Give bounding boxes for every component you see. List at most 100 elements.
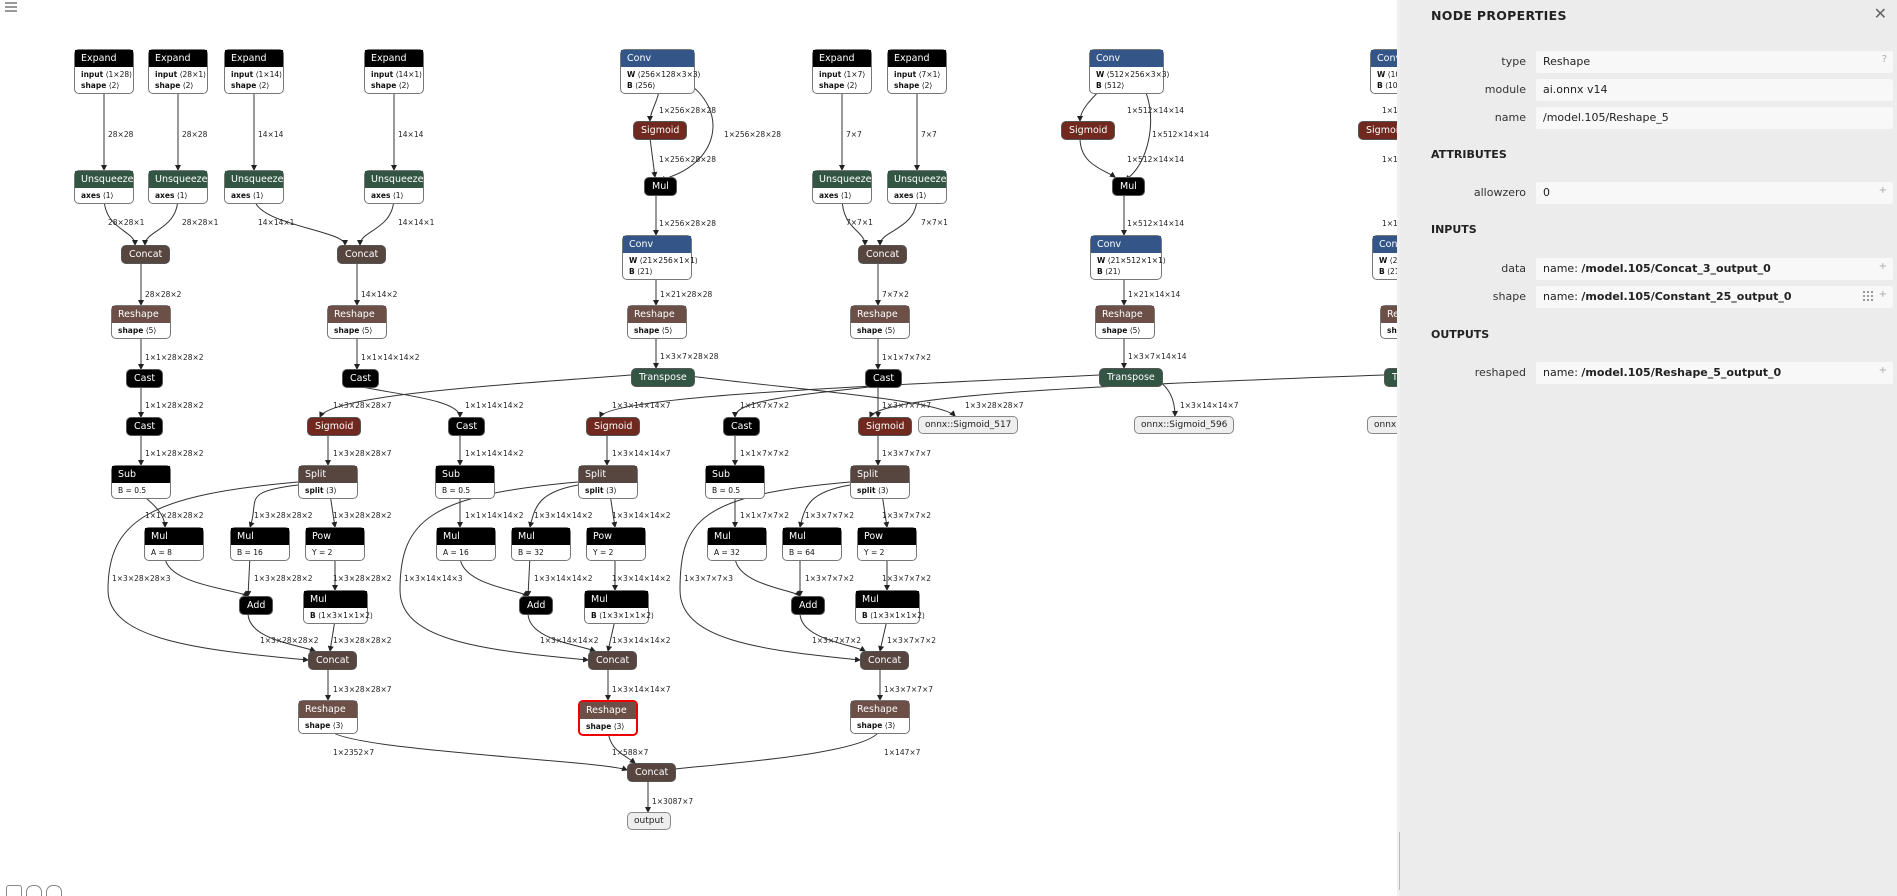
zoom-in-icon[interactable] <box>26 885 42 896</box>
expand-plus-icon[interactable]: + <box>1878 261 1887 272</box>
node-attribute: input ⟨14×1⟩ <box>371 69 422 80</box>
fit-icon[interactable] <box>6 885 22 896</box>
node-sigmoid[interactable]: Sigmoid <box>586 417 641 436</box>
node-sigmoid[interactable]: Sigmoid <box>858 417 913 436</box>
node-concat[interactable]: Concat <box>308 651 358 670</box>
node-mul[interactable]: Mul B = 32 <box>511 527 571 561</box>
output-value[interactable]: name: /model.105/Reshape_5_output_0+ <box>1536 362 1893 384</box>
input-value[interactable]: name: /model.105/Concat_3_output_0+ <box>1536 258 1893 280</box>
attribute-value[interactable]: 0+ <box>1536 182 1893 204</box>
node-sigmoid[interactable]: Sigmoid <box>1061 121 1116 140</box>
node-concat[interactable]: Concat <box>337 245 387 264</box>
expand-plus-icon[interactable]: + <box>1878 289 1887 300</box>
node-onnx-sigmoid-517[interactable]: onnx::Sigmoid_517 <box>918 416 1019 434</box>
node-sigmoid[interactable]: Sigmoid <box>307 417 362 436</box>
property-value[interactable]: Reshape? <box>1536 51 1893 73</box>
node-output[interactable]: output <box>627 812 671 830</box>
node-concat[interactable]: Concat <box>860 651 910 670</box>
node-cast[interactable]: Cast <box>448 417 486 436</box>
node-sub[interactable]: Sub B = 0.5 <box>705 465 765 499</box>
node-pow[interactable]: Pow Y = 2 <box>586 527 646 561</box>
node-add[interactable]: Add <box>239 596 274 615</box>
help-icon[interactable]: ? <box>1881 54 1887 65</box>
node-concat[interactable]: Concat <box>588 651 638 670</box>
node-sigmoid[interactable]: Sigmoid <box>633 121 688 140</box>
node-concat[interactable]: Concat <box>858 245 908 264</box>
node-attributes: A = 16 <box>437 545 495 560</box>
tensor-grid-icon[interactable] <box>1863 291 1873 301</box>
node-mul[interactable]: Mul A = 8 <box>144 527 204 561</box>
node-transpose[interactable]: Transpose <box>1099 368 1163 387</box>
zoom-out-icon[interactable] <box>46 885 62 896</box>
node-attribute: axes ⟨1⟩ <box>231 190 277 201</box>
input-data: data name: /model.105/Concat_3_output_0+ <box>1400 258 1897 280</box>
node-attributes: axes ⟨1⟩ <box>813 188 871 203</box>
node-mul[interactable]: Mul B = 64 <box>782 527 842 561</box>
graph-edge <box>599 374 1100 418</box>
node-cast[interactable]: Cast <box>865 369 903 388</box>
node-cast[interactable]: Cast <box>126 417 164 436</box>
node-mul[interactable]: Mul <box>644 177 677 196</box>
node-mul[interactable]: Mul A = 16 <box>436 527 496 561</box>
property-value[interactable]: ai.onnx v14 <box>1536 79 1893 101</box>
node-cast[interactable]: Cast <box>342 369 380 388</box>
node-transpose[interactable]: Transpose <box>631 368 695 387</box>
node-concat[interactable]: Concat <box>627 763 677 782</box>
expand-plus-icon[interactable]: + <box>1878 365 1887 376</box>
node-mul[interactable]: Mul B = 16 <box>230 527 290 561</box>
node-sub[interactable]: Sub B = 0.5 <box>111 465 171 499</box>
node-mul[interactable]: Mul <box>1112 177 1145 196</box>
node-mul[interactable]: Mul A = 32 <box>707 527 767 561</box>
node-add[interactable]: Add <box>791 596 826 615</box>
graph-edge <box>799 612 866 652</box>
expand-plus-icon[interactable]: + <box>1878 185 1887 196</box>
menu-button[interactable] <box>5 2 17 12</box>
attr-key: input <box>81 70 104 79</box>
node-concat[interactable]: Concat <box>121 245 171 264</box>
node-add[interactable]: Add <box>519 596 554 615</box>
node-cast[interactable]: Cast <box>723 417 761 436</box>
node-pow[interactable]: Pow Y = 2 <box>305 527 365 561</box>
node-cast[interactable]: Cast <box>126 369 164 388</box>
node-sub[interactable]: Sub B = 0.5 <box>435 465 495 499</box>
property-value[interactable]: /model.105/Reshape_5 <box>1536 107 1893 129</box>
input-value[interactable]: name: /model.105/Constant_25_output_0 + <box>1536 286 1893 308</box>
close-icon[interactable]: ✕ <box>1873 4 1887 23</box>
property-name: name /model.105/Reshape_5 <box>1400 107 1897 129</box>
node-onnx-sigmoid-596[interactable]: onnx::Sigmoid_596 <box>1134 416 1235 434</box>
node-op-label: Reshape <box>299 701 357 718</box>
node-pow[interactable]: Pow Y = 2 <box>857 527 917 561</box>
attr-value: ⟨2⟩ <box>398 81 410 90</box>
